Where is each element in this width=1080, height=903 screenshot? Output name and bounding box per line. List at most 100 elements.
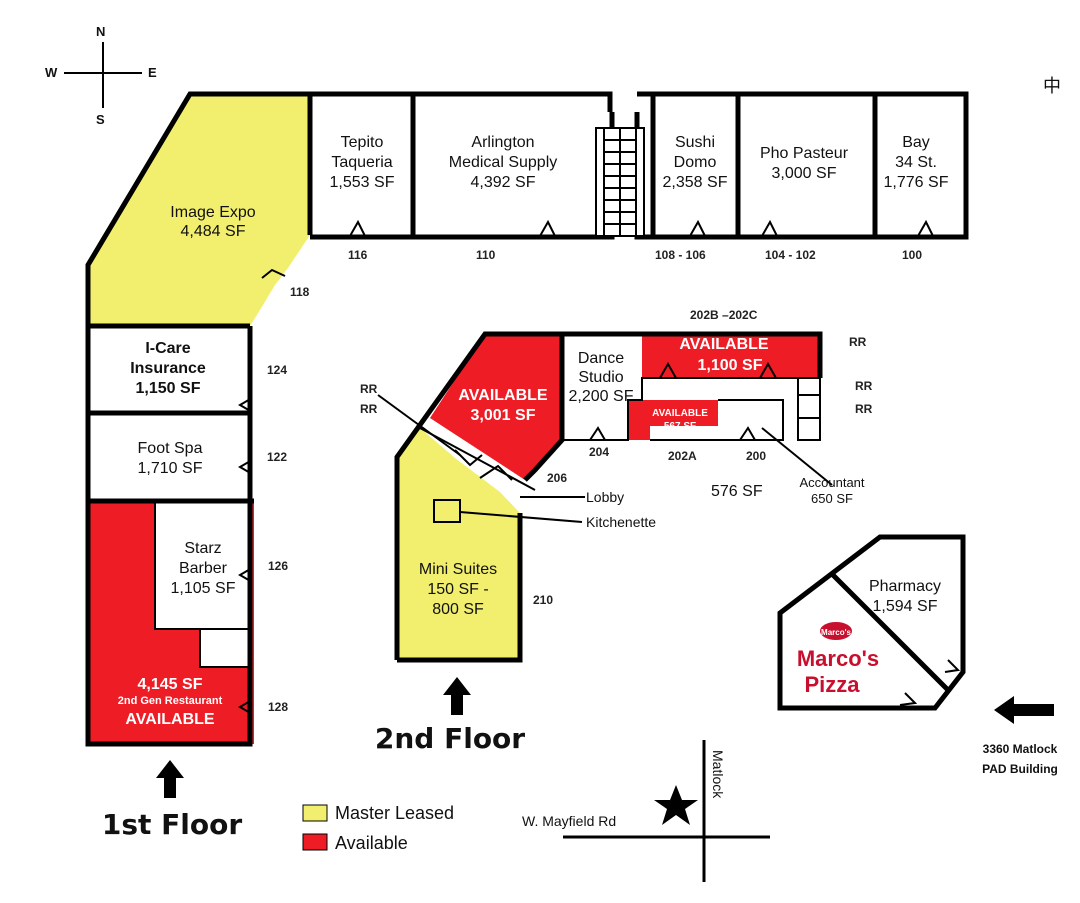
first-floor-walls <box>85 91 969 747</box>
compass-rose: N S E W <box>45 24 157 127</box>
location-star-icon <box>654 785 698 825</box>
svg-text:Tepito: Tepito <box>341 134 384 151</box>
unit-foot-spa[interactable]: Foot Spa 1,710 SF <box>138 440 203 477</box>
legend-swatch-available <box>302 833 328 851</box>
compass-north: N <box>96 24 105 39</box>
svg-text:3,001 SF: 3,001 SF <box>471 407 536 424</box>
unit-576-sf[interactable]: 576 SF <box>711 483 763 500</box>
unit-bay-34st[interactable]: Bay 34 St. 1,776 SF <box>884 134 949 191</box>
marcos-pizza-logo: Marco's Marco's Pizza <box>797 622 879 697</box>
svg-text:Taqueria: Taqueria <box>331 154 392 171</box>
svg-text:4,392 SF: 4,392 SF <box>471 174 536 191</box>
restroom-label: RR <box>855 402 873 416</box>
unit-starz-barber[interactable]: Starz Barber 1,105 SF <box>171 540 236 597</box>
unit-image-expo[interactable]: Image Expo 4,484 SF <box>170 204 255 240</box>
svg-text:800 SF: 800 SF <box>432 601 484 618</box>
restroom-label: RR <box>855 379 873 393</box>
svg-text:Marco's: Marco's <box>821 628 851 637</box>
unit-number-104-102: 104 - 102 <box>765 248 816 262</box>
unit-number-116: 116 <box>348 248 368 262</box>
pad-building[interactable]: Pharmacy 1,594 SF Marco's Marco's Pizza <box>777 534 966 711</box>
svg-text:Accountant: Accountant <box>799 475 864 490</box>
unit-mini-suites-fill <box>397 428 520 660</box>
svg-text:1,100 SF: 1,100 SF <box>698 357 763 374</box>
unit-number-108-106: 108 - 106 <box>655 248 706 262</box>
unit-number-204: 204 <box>589 445 609 459</box>
first-floor-label: 1st Floor <box>102 808 242 841</box>
svg-text:Dance: Dance <box>578 350 624 367</box>
unit-number-128: 128 <box>268 700 288 714</box>
svg-text:1,105 SF: 1,105 SF <box>171 580 236 597</box>
svg-text:34 St.: 34 St. <box>895 154 937 171</box>
first-floor-arrow-icon <box>156 760 184 798</box>
unit-sushi-domo[interactable]: Sushi Domo 2,358 SF <box>663 134 728 191</box>
unit-tepito-taqueria[interactable]: Tepito Taqueria 1,553 SF <box>330 134 395 191</box>
unit-number-124: 124 <box>267 363 287 377</box>
svg-text:Bay: Bay <box>902 134 930 151</box>
second-floor-label: 2nd Floor <box>375 722 525 755</box>
svg-text:3,000 SF: 3,000 SF <box>772 165 837 182</box>
unit-restaurant-available[interactable]: 4,145 SF 2nd Gen Restaurant AVAILABLE <box>118 676 223 728</box>
svg-text:1,710 SF: 1,710 SF <box>138 460 203 477</box>
svg-text:Foot Spa: Foot Spa <box>138 440 203 457</box>
svg-text:2,200 SF: 2,200 SF <box>569 388 634 405</box>
svg-text:1,150 SF: 1,150 SF <box>136 380 201 397</box>
unit-accountant[interactable]: Accountant 650 SF <box>799 475 864 506</box>
kitchenette-label: Kitchenette <box>586 514 656 530</box>
second-floor-arrow-icon <box>443 677 471 715</box>
road-map: W. Mayfield Rd Matlock <box>522 740 770 882</box>
legend-label-leased: Master Leased <box>335 803 454 823</box>
svg-text:I-Care: I-Care <box>145 340 190 357</box>
svg-text:Starz: Starz <box>184 540 221 557</box>
svg-text:1,553 SF: 1,553 SF <box>330 174 395 191</box>
lobby-label: Lobby <box>586 489 624 505</box>
legend-swatch-leased <box>302 804 328 822</box>
unit-available-567[interactable]: AVAILABLE 567 SF <box>652 408 708 432</box>
unit-number-202a: 202A <box>668 449 697 463</box>
unit-available-1100[interactable]: AVAILABLE 1,100 SF <box>679 336 769 374</box>
unit-number-110: 110 <box>476 248 496 262</box>
restroom-label: RR <box>360 402 378 416</box>
second-floor-walls <box>377 331 833 663</box>
compass-east: E <box>148 65 157 80</box>
svg-text:4,484 SF: 4,484 SF <box>181 223 246 240</box>
svg-text:Image Expo: Image Expo <box>170 204 255 221</box>
unit-pho-pasteur[interactable]: Pho Pasteur 3,000 SF <box>760 145 849 182</box>
road-label-matlock: Matlock <box>710 750 726 799</box>
unit-mini-suites[interactable]: Mini Suites 150 SF - 800 SF <box>419 561 497 618</box>
unit-number-126: 126 <box>268 559 288 573</box>
unit-icare-insurance[interactable]: I-Care Insurance 1,150 SF <box>130 340 206 397</box>
svg-text:AVAILABLE: AVAILABLE <box>652 408 708 419</box>
svg-text:Domo: Domo <box>674 154 717 171</box>
unit-storage-fill <box>200 629 252 667</box>
unit-avail-3001-fill <box>430 334 562 480</box>
svg-text:Arlington: Arlington <box>471 134 534 151</box>
compass-south: S <box>96 112 105 127</box>
unit-number-118: 118 <box>290 285 310 299</box>
svg-text:Sushi: Sushi <box>675 134 715 151</box>
unit-available-3001[interactable]: AVAILABLE 3,001 SF <box>458 387 548 424</box>
svg-text:Studio: Studio <box>578 369 623 386</box>
svg-text:Insurance: Insurance <box>130 360 206 377</box>
svg-text:567 SF: 567 SF <box>664 421 696 432</box>
unit-number-100: 100 <box>902 248 922 262</box>
unit-starz-fill <box>155 501 252 629</box>
svg-text:Pharmacy: Pharmacy <box>869 578 941 595</box>
svg-text:1,594 SF: 1,594 SF <box>873 598 938 615</box>
svg-text:2nd Gen Restaurant: 2nd Gen Restaurant <box>118 695 223 707</box>
svg-text:Marco's: Marco's <box>797 646 879 671</box>
unit-number-122: 122 <box>267 450 287 464</box>
svg-text:Pho Pasteur: Pho Pasteur <box>760 145 849 162</box>
svg-text:2,358 SF: 2,358 SF <box>663 174 728 191</box>
unit-avail-567-fill <box>628 400 718 440</box>
svg-text:AVAILABLE: AVAILABLE <box>458 387 548 404</box>
pad-arrow-icon <box>994 696 1054 724</box>
unit-arlington-medical[interactable]: Arlington Medical Supply 4,392 SF <box>449 134 558 191</box>
unit-dance-studio[interactable]: Dance Studio 2,200 SF <box>569 350 634 405</box>
unit-number-200: 200 <box>746 449 766 463</box>
unit-number-206: 206 <box>547 471 567 485</box>
pad-address-line1: 3360 Matlock <box>983 742 1058 756</box>
compass-west: W <box>45 65 58 80</box>
unit-number-202b-202c: 202B –202C <box>690 308 758 322</box>
